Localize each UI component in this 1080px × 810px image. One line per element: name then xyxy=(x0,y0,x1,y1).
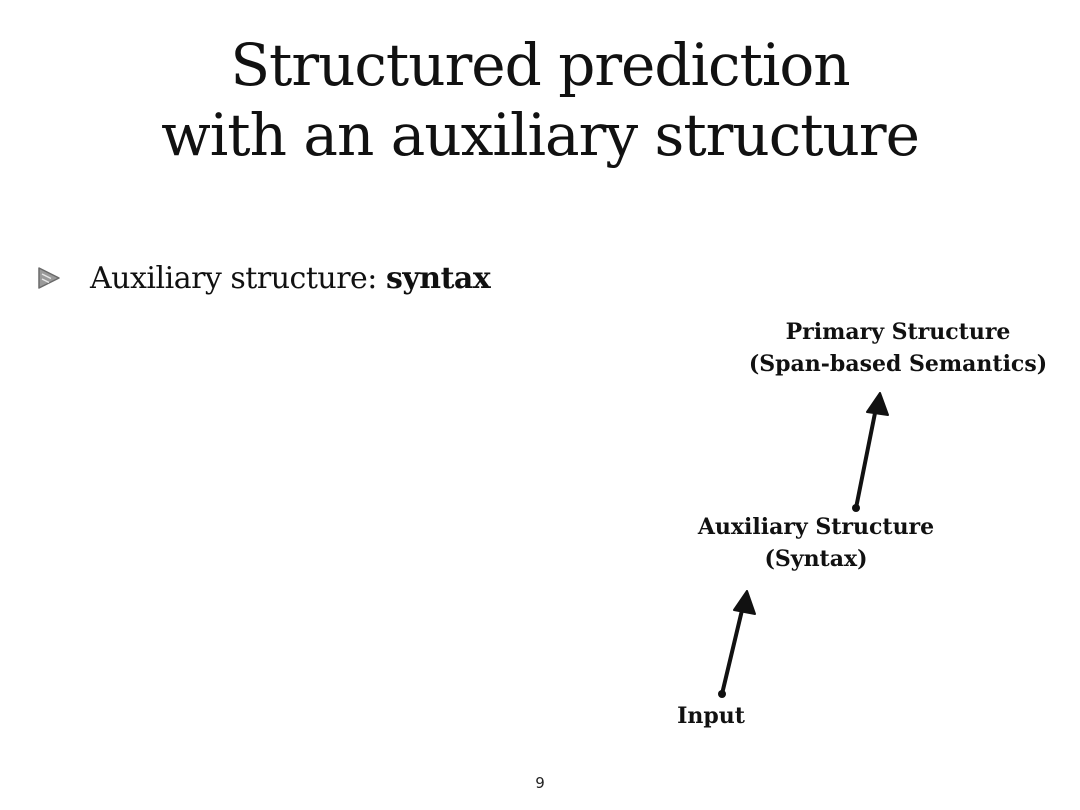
auxiliary-structure-sublabel: (Syntax) xyxy=(764,546,868,572)
input-label: Input xyxy=(677,703,745,729)
arrow-input-to-aux xyxy=(718,590,756,698)
triangle-bullet-icon xyxy=(38,267,60,289)
page-number: 9 xyxy=(535,774,545,792)
arrow-aux-to-primary xyxy=(852,392,889,512)
primary-structure-sublabel: (Span-based Semantics) xyxy=(748,351,1048,377)
auxiliary-structure-label: Auxiliary Structure xyxy=(697,514,935,540)
title-line-1: Structured prediction xyxy=(230,31,850,99)
primary-structure-label: Primary Structure xyxy=(785,319,1011,345)
bullet-text-bold: syntax xyxy=(385,260,491,296)
slide-title: Structured prediction with an auxiliary … xyxy=(0,30,1080,170)
bullet-text-normal: Auxiliary structure: xyxy=(90,260,386,296)
input-node: Input xyxy=(660,700,762,732)
primary-structure-node: Primary Structure (Span-based Semantics) xyxy=(740,316,1056,380)
bullet-item: Auxiliary structure: syntax xyxy=(36,258,491,298)
bullet-text: Auxiliary structure: syntax xyxy=(90,260,491,296)
title-line-2: with an auxiliary structure xyxy=(161,101,920,169)
auxiliary-structure-node: Auxiliary Structure (Syntax) xyxy=(680,511,952,575)
